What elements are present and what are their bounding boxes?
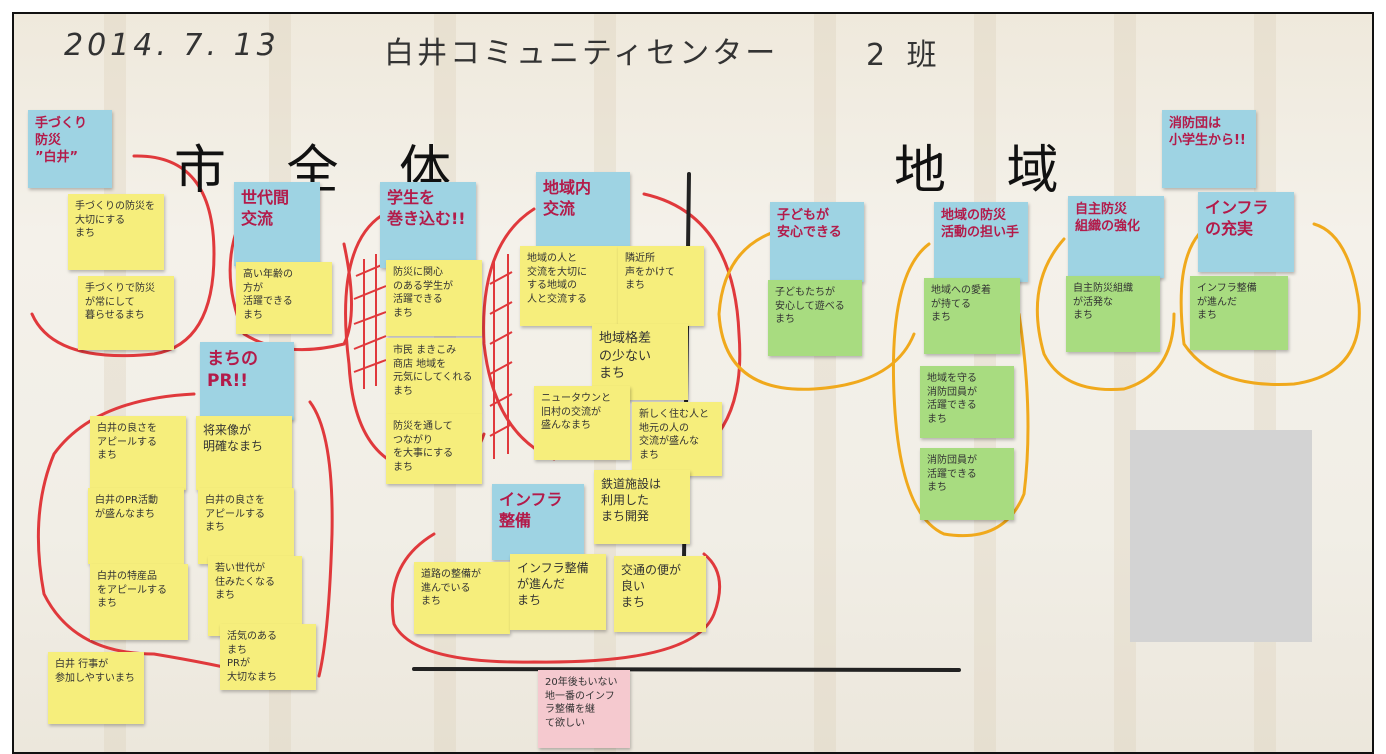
orange-loop [717,227,916,391]
category-note: インフラ 整備 [492,484,584,560]
category-note: インフラ の充実 [1198,192,1294,272]
category-note: 世代間 交流 [234,182,320,266]
section-title-region: 地 域 [894,141,1081,201]
group-heading: 2 班 [866,38,943,73]
idea-note: 自主防災組織 が活発な まち [1066,276,1160,352]
orange-loop [891,242,1030,538]
category-note: 地域内 交流 [536,172,630,258]
tape-strip [814,14,836,752]
idea-note: 新しく住む人と 地元の人の 交流が盛んな まち [632,402,722,476]
idea-note: 白井 行事が 参加しやすいまち [48,652,144,724]
idea-note: 地域の人と 交流を大切に する地域の 人と交流する [520,246,618,326]
idea-note: 地域を守る 消防団員が 活躍できる まち [920,366,1014,438]
red-loop [36,392,256,676]
red-loop [308,400,334,678]
idea-note: 交通の便が 良い まち [614,556,706,632]
idea-note: 白井の良さを アピールする まち [198,488,294,564]
category-note: 手づくり 防災 ”白井” [28,110,112,188]
red-loop [390,532,722,664]
idea-note: 隣近所 声をかけて まち [618,246,704,326]
place-heading: 白井コミュニティセンター [384,36,779,71]
red-loop [30,154,216,358]
orange-loop [1035,237,1176,392]
category-note: 消防団は 小学生から!! [1162,110,1256,188]
category-note: まちの PR!! [200,342,294,420]
idea-note: 活気のある まち PRが 大切なまち [220,624,316,690]
idea-note: 高い年齢の 方が 活躍できる まち [236,262,332,334]
idea-note: ニュータウンと 旧村の交流が 盛んなまち [534,386,630,460]
divider-horizontal [412,667,961,672]
idea-note: 白井のPR活動 が盛んなまち [88,488,184,564]
idea-note: 消防団員が 活躍できる まち [920,448,1014,520]
red-loop [482,207,556,461]
orange-loop [1179,222,1361,386]
idea-note: 地域格差 の少ない まち [592,324,688,400]
red-hatch [489,254,513,459]
redacted-area [1130,430,1312,642]
idea-note: 子どもたちが 安心して遊べる まち [768,280,862,356]
red-hatch [353,254,387,389]
idea-note: インフラ整備 が進んだ まち [1190,276,1288,350]
idea-note: 20年後もいない 地一番のインフ ラ整備を継 て欲しい [538,670,630,748]
idea-note: 鉄道施設は 利用した まち開発 [594,470,690,544]
idea-note: 白井の良さを アピールする まち [90,416,186,490]
idea-note: 将来像が 明確なまち [196,416,292,490]
idea-note: 若い世代が 住みたくなる まち [208,556,302,636]
idea-note: インフラ整備 が進んだ まち [510,554,606,630]
photo-frame: 2014. 7. 13 白井コミュニティセンター 2 班 市 全 体 地 域 手… [12,12,1374,754]
category-note: 地域の防災 活動の担い手 [934,202,1028,282]
category-note: 自主防災 組織の強化 [1068,196,1164,278]
idea-note: 市民 まきこみ 商店 地域を 元気にしてくれる まち [386,338,482,414]
idea-note: 防災に関心 のある学生が 活躍できる まち [386,260,482,336]
idea-note: 白井の特産品 をアピールする まち [90,564,188,640]
idea-note: 地域への愛着 が持てる まち [924,278,1020,354]
date-heading: 2014. 7. 13 [64,28,280,63]
idea-note: 防災を通して つながり を大事にする まち [386,414,482,484]
category-note: 学生を 巻き込む!! [380,182,476,268]
idea-note: 手づくりで防災 が常にして 暮らせるまち [78,276,174,350]
category-note: 子どもが 安心できる [770,202,864,282]
idea-note: 道路の整備が 進んでいる まち [414,562,510,634]
idea-note: 手づくりの防災を 大切にする まち [68,194,164,270]
